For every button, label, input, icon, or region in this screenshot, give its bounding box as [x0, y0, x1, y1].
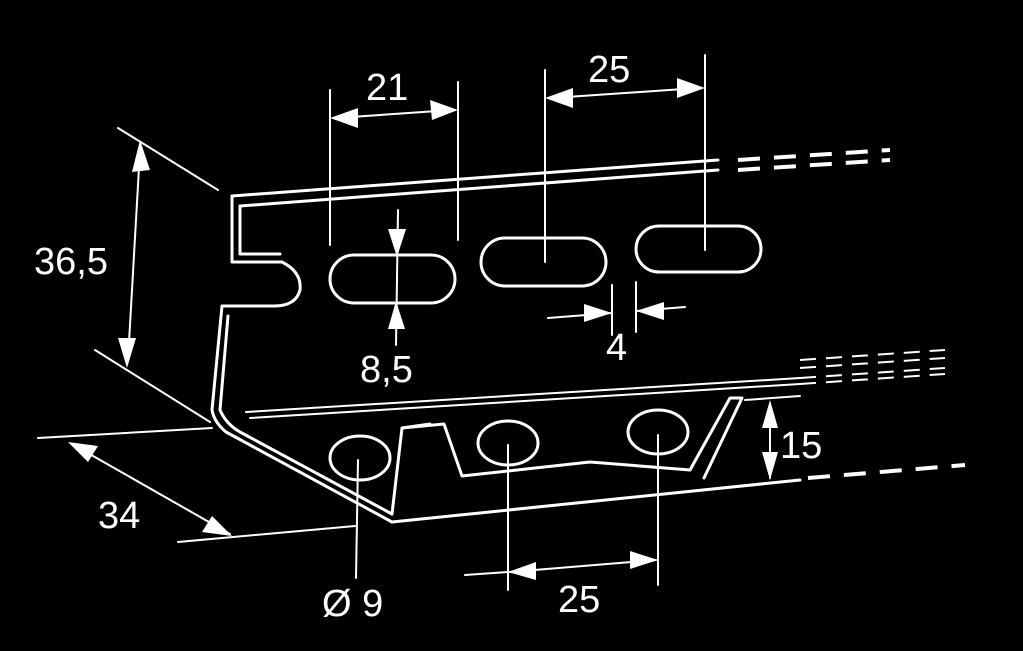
dim-height-36-5: 36,5 — [34, 241, 108, 283]
web-slots — [328, 224, 763, 305]
slot-1 — [328, 253, 457, 305]
rail-web — [210, 158, 801, 524]
dimension-labels: 21 25 36,5 8,5 4 34 15 Ø 9 25 — [34, 49, 822, 625]
dim-base-depth-34: 34 — [98, 495, 140, 537]
dim-slot-gap-4: 4 — [606, 327, 627, 369]
dim-hole-diameter: Ø 9 — [322, 583, 383, 625]
dim-slot-pitch-21: 21 — [366, 67, 408, 109]
base-hole-1 — [328, 434, 392, 482]
dim-flange-height-15: 15 — [780, 425, 822, 467]
slot-3 — [634, 224, 763, 274]
base-holes — [328, 408, 690, 482]
rail-base — [390, 396, 802, 524]
slot-2 — [479, 236, 608, 288]
rail-continuation-dashes — [737, 148, 966, 480]
dim-slot-pitch-25: 25 — [588, 49, 630, 91]
dim-hole-pitch-25: 25 — [558, 579, 600, 621]
dim-slot-height-8-5: 8,5 — [360, 349, 413, 391]
dimension-lines — [37, 54, 801, 591]
